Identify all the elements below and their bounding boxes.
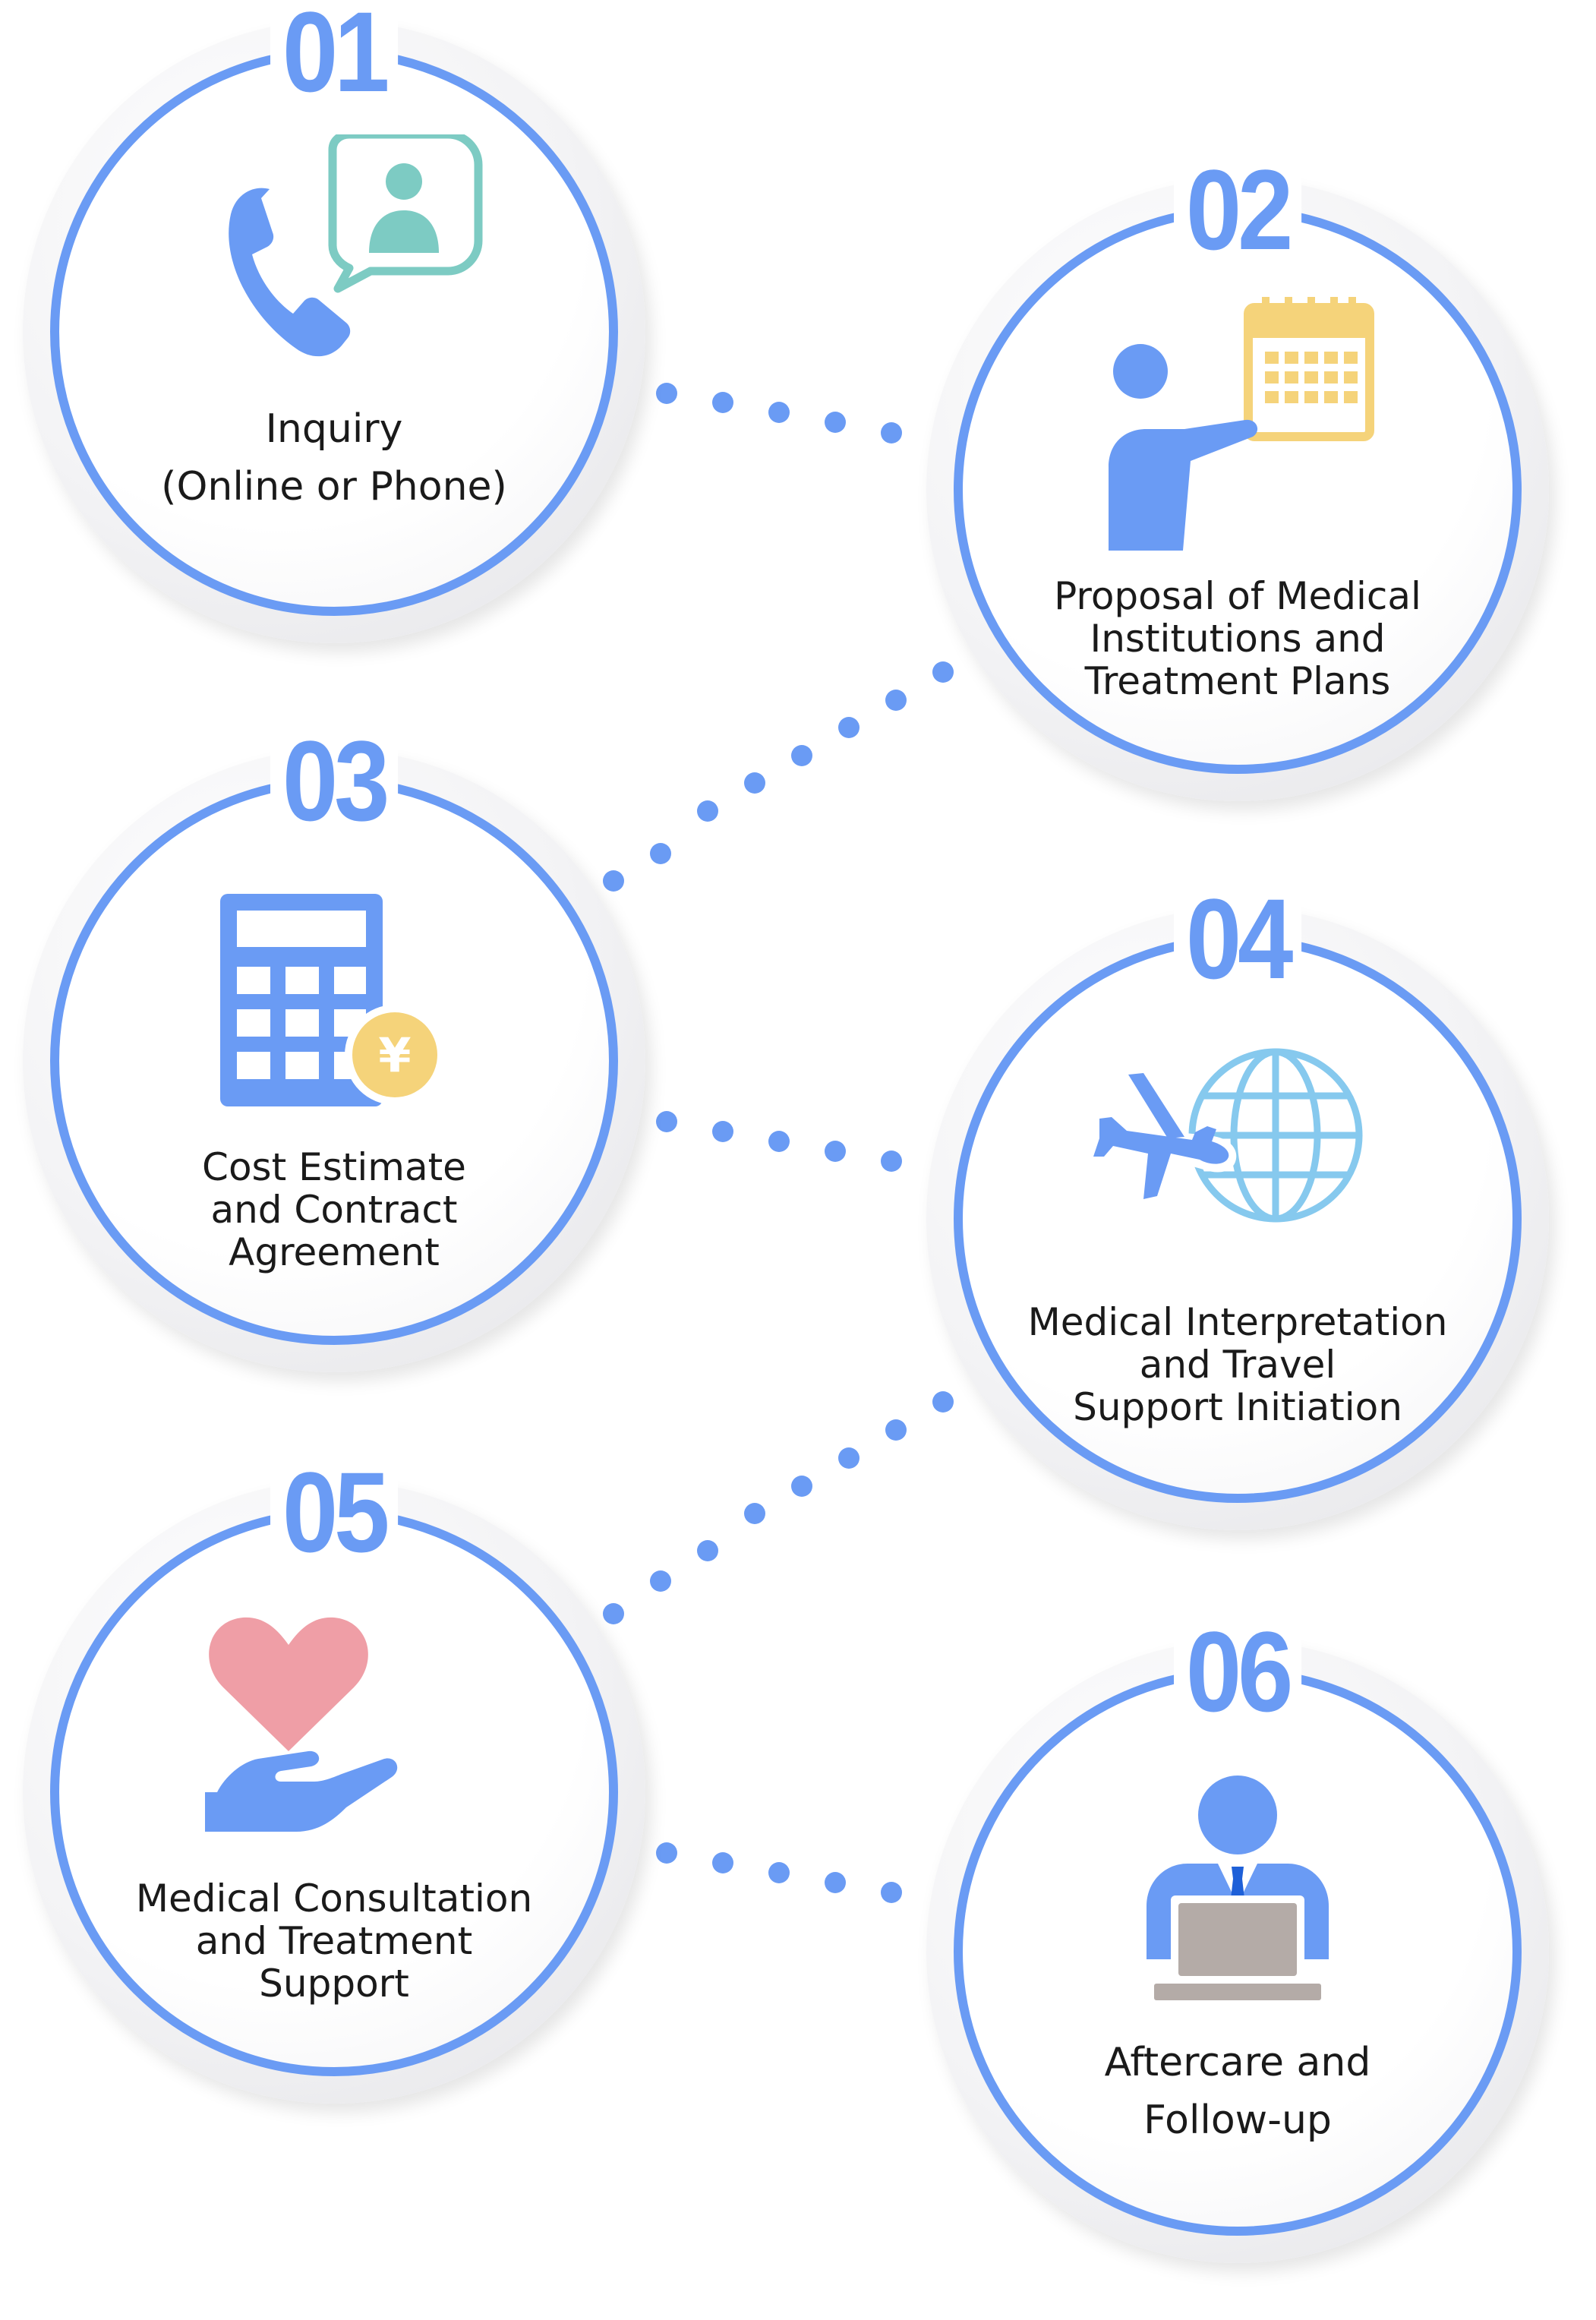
- step-ring: [954, 935, 1522, 1503]
- step-number: 04: [1174, 882, 1301, 996]
- step-number: 05: [270, 1455, 398, 1569]
- presenter-calendar-icon: [1109, 297, 1374, 551]
- step-05: 05 Medical Consultation and Treatment Su…: [23, 1455, 645, 2104]
- step-label-line: and Travel: [1139, 1343, 1336, 1387]
- step-number: 01: [270, 0, 398, 109]
- svg-text:¥: ¥: [378, 1027, 411, 1083]
- step-label-line: Support Initiation: [1073, 1385, 1402, 1429]
- step-label-line: Medical Consultation: [135, 1877, 533, 1921]
- step-label: Aftercare and Follow-up: [972, 2034, 1503, 2149]
- step-label: Cost Estimate and Contract Agreement: [68, 1146, 600, 1274]
- step-number: 03: [270, 724, 398, 838]
- airplane-globe-icon: [1078, 1048, 1363, 1223]
- step-label-line: Agreement: [229, 1230, 440, 1274]
- step-label: Inquiry (Online or Phone): [68, 400, 600, 516]
- step-label-line: Support: [259, 1962, 409, 2006]
- step-label: Proposal of Medical Institutions and Tre…: [972, 575, 1503, 702]
- step-label-line: Follow-up: [1143, 2097, 1332, 2143]
- step-label-line: Proposal of Medical: [1054, 574, 1421, 618]
- heart-hand-icon: [205, 1617, 398, 1832]
- step-02: 02 Proposal of Medical Institutions and …: [926, 153, 1549, 801]
- step-label-line: Aftercare and: [1104, 2040, 1371, 2085]
- step-label-line: Medical Interpretation: [1027, 1300, 1448, 1344]
- step-number: 02: [1174, 153, 1301, 267]
- step-04: 04 Medical Interpretation and Travel Sup…: [926, 882, 1549, 1530]
- step-03: 03 ¥ Cost Estimate and Contract Agreemen…: [23, 724, 645, 1372]
- step-label-line: Cost Estimate: [202, 1145, 466, 1189]
- step-06: 06 Aftercare and Follow-up: [926, 1615, 1549, 2263]
- step-label-line: and Contract: [210, 1188, 458, 1232]
- phone-chat-icon: [229, 134, 483, 357]
- step-label: Medical Interpretation and Travel Suppor…: [972, 1301, 1503, 1428]
- step-label-line: Treatment Plans: [1084, 659, 1391, 703]
- step-label: Medical Consultation and Treatment Suppo…: [68, 1877, 600, 2005]
- step-label-line: (Online or Phone): [161, 464, 507, 510]
- step-01: 01 Inquiry (Online or Phone): [23, 0, 645, 643]
- calculator-yen-icon: ¥: [220, 894, 445, 1106]
- step-number: 06: [1174, 1615, 1301, 1728]
- step-label-line: Inquiry: [265, 406, 403, 452]
- person-laptop-icon: [1147, 1776, 1329, 2000]
- step-label-line: Institutions and: [1090, 617, 1386, 661]
- step-label-line: and Treatment: [195, 1919, 473, 1963]
